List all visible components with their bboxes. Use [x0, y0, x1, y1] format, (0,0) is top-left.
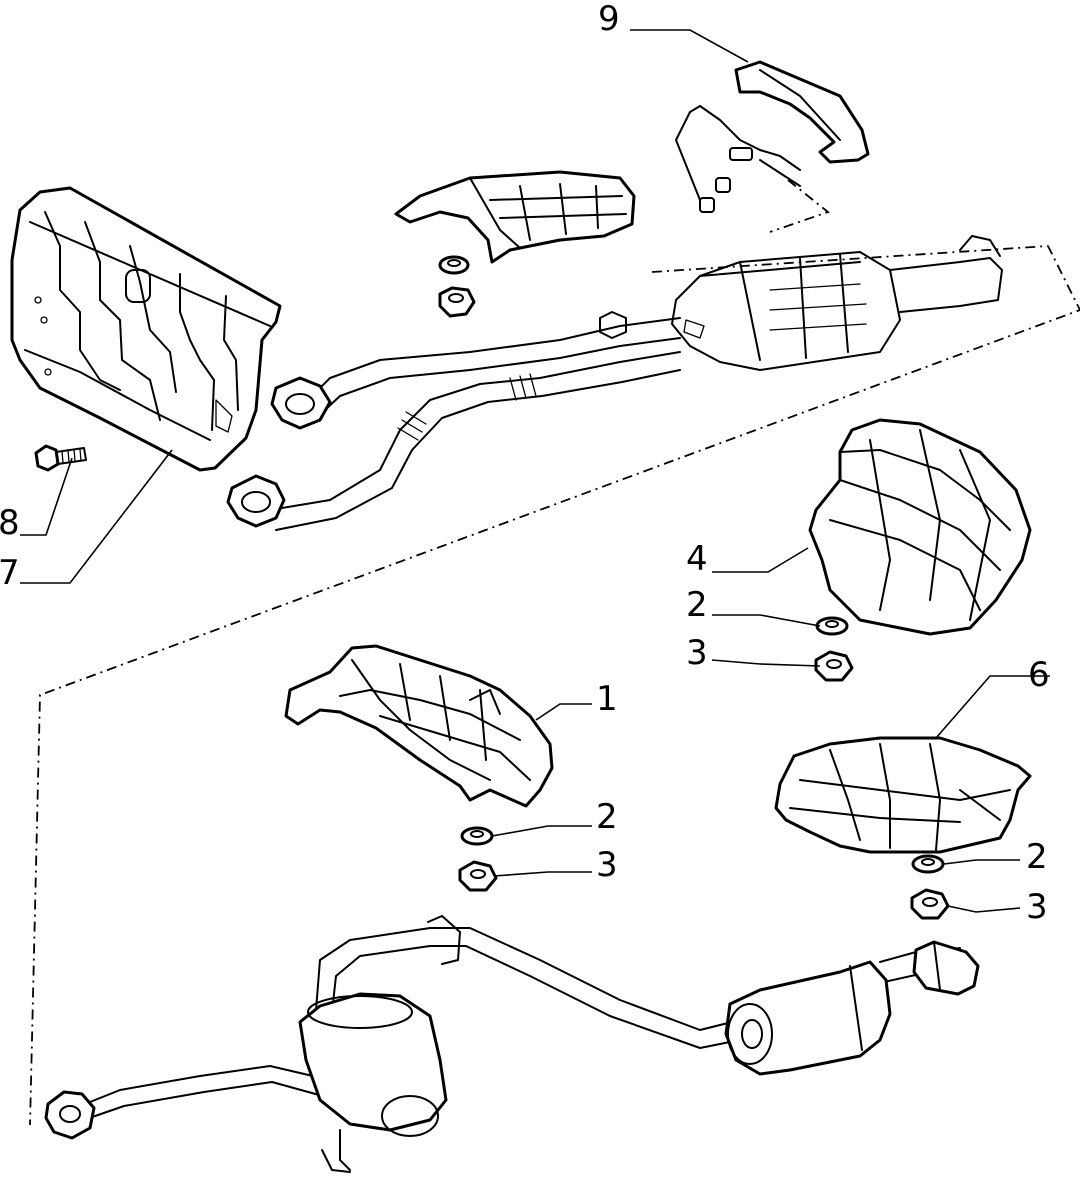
washer-part-2-right-lower [911, 854, 945, 874]
nut-part-3-center [458, 860, 498, 892]
heat-shield-part-7 [10, 186, 282, 472]
callout-7: 7 [0, 553, 20, 593]
nut-part-3-right-lower [910, 888, 950, 920]
front-exhaust-pipe [226, 311, 681, 531]
tailpipe-tip [912, 940, 980, 996]
callout-3-center: 3 [596, 845, 618, 885]
lambda-sensor [675, 105, 801, 213]
callout-2-center: 2 [596, 797, 618, 837]
callout-3-right-lower: 3 [1026, 887, 1048, 927]
bolt-part-8 [34, 444, 87, 472]
nut-part-3-right-upper [814, 650, 854, 682]
callout-6: 6 [1028, 655, 1050, 695]
heat-shield-part-1 [284, 644, 554, 808]
callout-2-right-upper: 2 [686, 585, 708, 625]
heat-shield-part-4 [808, 418, 1032, 636]
rear-center-muffler [298, 992, 448, 1173]
callout-labels: 9 8 7 4 2 3 6 1 2 3 2 3 [0, 0, 1050, 927]
washer-part-2-right-upper [815, 616, 849, 636]
callout-3-right-upper: 3 [686, 633, 708, 673]
callout-4: 4 [686, 539, 708, 579]
rear-silencer [724, 960, 892, 1076]
upper-center-shield [394, 170, 636, 264]
callout-1: 1 [596, 679, 618, 719]
washer-upper [438, 255, 470, 275]
heat-shield-part-6 [774, 736, 1032, 854]
group-boundary-lines [29, 179, 1080, 1126]
catalytic-converter [671, 235, 1003, 371]
nut-upper [438, 286, 476, 318]
callout-8: 8 [0, 503, 20, 543]
callout-leaders [20, 29, 1050, 913]
washer-part-2-center [460, 826, 494, 846]
heat-shield-part-9 [734, 60, 870, 164]
callout-9: 9 [598, 0, 620, 39]
callout-2-right-lower: 2 [1026, 837, 1048, 877]
